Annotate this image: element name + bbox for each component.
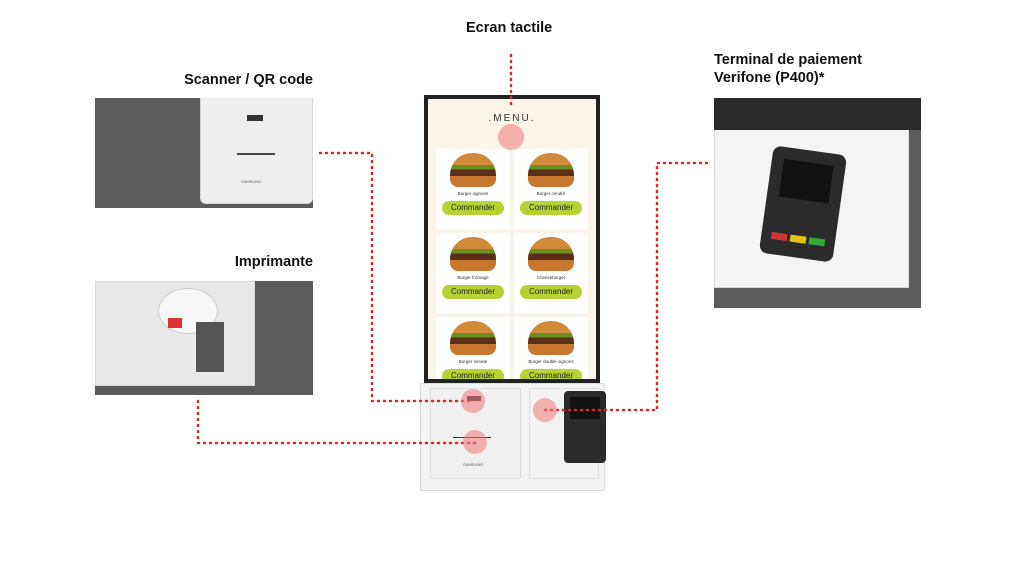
terminal-label-line1: Terminal de paiement [714, 52, 862, 68]
item-name: Burger fromage [457, 275, 489, 280]
order-button[interactable]: Commander [520, 369, 582, 379]
burger-image [528, 321, 574, 355]
item-name: Burger cendré [536, 191, 566, 196]
burger-image [528, 237, 574, 271]
order-button[interactable]: Commander [520, 201, 582, 215]
printer-hotspot [463, 430, 487, 454]
printer-photo [95, 281, 313, 395]
scanner-label: Scanner / QR code [184, 72, 313, 88]
terminal-label-line2: Verifone (P400)* [714, 70, 825, 86]
screen-hotspot [498, 124, 524, 150]
terminal-photo [714, 98, 921, 308]
terminal-hotspot [533, 398, 557, 422]
screen-label: Ecran tactile [466, 20, 553, 36]
callout-line-printer [196, 399, 477, 445]
item-name: Burger tomate [458, 359, 488, 364]
order-button[interactable]: Commander [520, 285, 582, 299]
order-button[interactable]: Commander [442, 201, 504, 215]
menu-title: .MENU. [488, 113, 536, 124]
callout-line-terminal [543, 161, 709, 412]
burger-image [528, 153, 574, 187]
item-name: Burger oignons [457, 191, 489, 196]
scanner-hotspot [461, 389, 485, 413]
burger-image [450, 153, 496, 187]
item-name: Cheeseburger [536, 275, 566, 280]
item-name: Burger double oignons [528, 359, 574, 364]
order-button[interactable]: Commander [442, 369, 504, 379]
brand-logo: SAMSUNG [463, 462, 484, 467]
burger-image [450, 321, 496, 355]
payment-terminal [564, 391, 606, 463]
scanner-photo: SAMSUNG [95, 98, 313, 208]
brand-logo: SAMSUNG [241, 179, 262, 184]
order-button[interactable]: Commander [442, 285, 504, 299]
callout-line-scanner [318, 151, 474, 403]
burger-image [450, 237, 496, 271]
printer-label: Imprimante [234, 254, 313, 270]
